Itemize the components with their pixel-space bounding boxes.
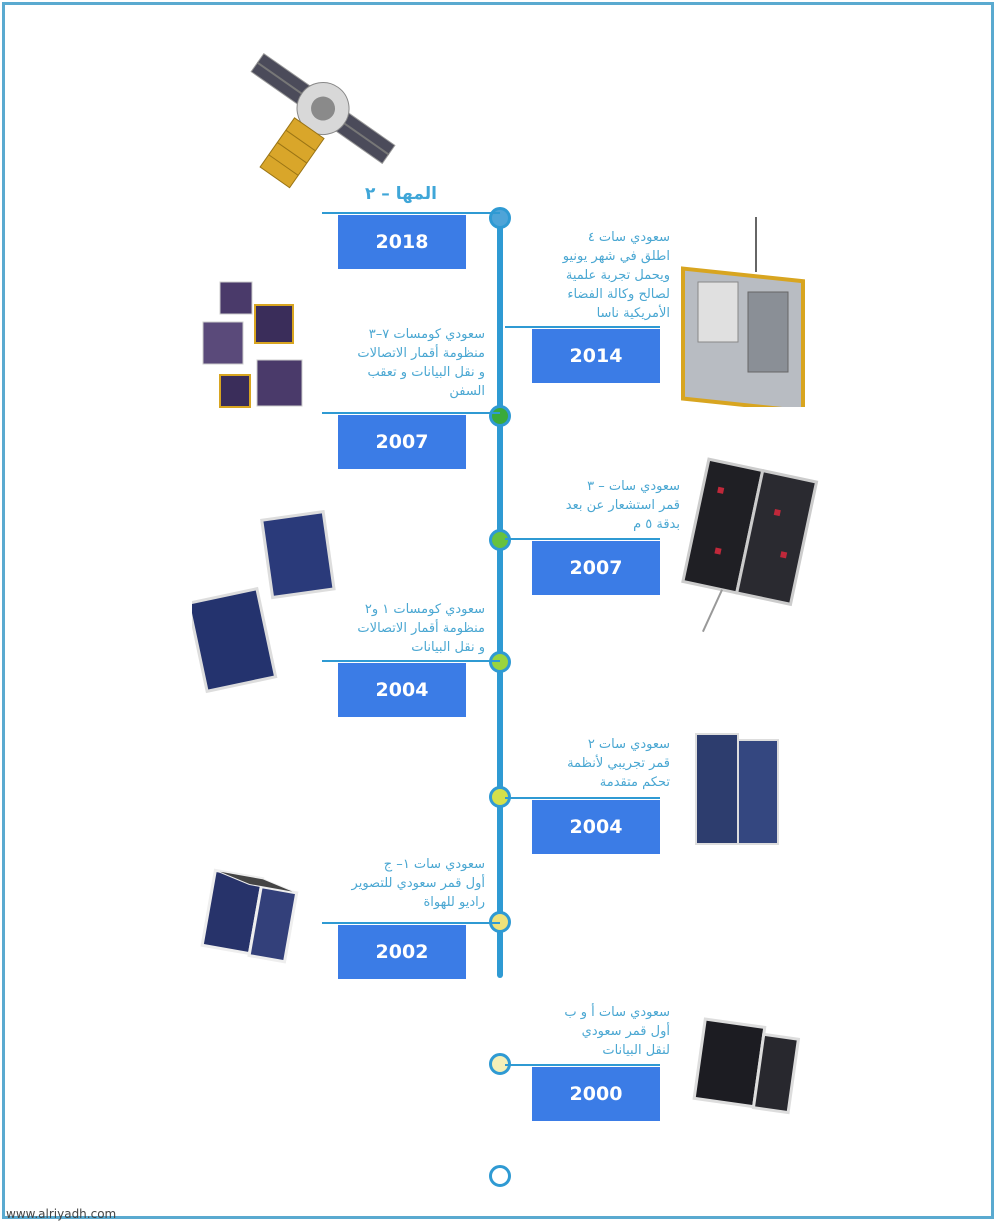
description-2007b: سعودي سات – ٣ قمر استشعار عن بعد بدقة ٥ …: [565, 479, 680, 532]
connector-2000: [505, 1064, 660, 1066]
connector-2004b: [505, 797, 660, 799]
timeline-axis: [497, 218, 503, 978]
year-box-2018: 2018: [338, 215, 466, 269]
timeline-node-2018: [489, 207, 511, 229]
description-2002: سعودي سات ١– ج أول قمر سعودي للتصوير راد…: [351, 857, 485, 910]
timeline-node-2007a: [489, 405, 511, 427]
timeline-node-2007b: [489, 529, 511, 551]
connector-2014: [505, 326, 660, 328]
description-2000: سعودي سات أ و ب أول قمر سعودي لنقل البيا…: [564, 1005, 670, 1058]
timeline-node-2004a: [489, 651, 511, 673]
year-box-2004a: 2004: [338, 663, 466, 717]
almaha-satellite-image: [250, 52, 396, 189]
description-2004a: سعودي كومسات ١ و٢ منظومة أقمار الاتصالات…: [357, 602, 485, 655]
saudisat4-image: [681, 217, 805, 407]
timeline-node-end: [489, 1165, 511, 1187]
description-2007a: سعودي كومسات ٧–٣ منظومة أقمار الاتصالات …: [357, 327, 485, 399]
watermark: www.alriyadh.com: [6, 1207, 117, 1221]
saudisat1ab-image: [692, 1017, 801, 1115]
connector-2007a: [322, 412, 500, 414]
saudisat2-image: [695, 733, 779, 845]
almaha-title: المها – ٢: [365, 184, 437, 204]
connector-2002: [322, 922, 500, 924]
saudicomsat-7-3-image: [202, 281, 303, 408]
year-box-2002: 2002: [338, 925, 466, 979]
year-box-2014: 2014: [532, 329, 660, 383]
year-box-2004b: 2004: [532, 800, 660, 854]
description-2014: سعودي سات ٤ اطلق في شهر يونيو ويحمل تجرب…: [562, 230, 670, 321]
description-2004b: سعودي سات ٢ قمر تجريبي لأنظمة تحكم متقدم…: [567, 737, 670, 790]
year-box-2000: 2000: [532, 1067, 660, 1121]
year-box-2007a: 2007: [338, 415, 466, 469]
saudicomsat-1-2-image: [192, 510, 336, 694]
connector-2007b: [505, 538, 660, 540]
saudisat3-image: [681, 457, 819, 633]
year-box-2007b: 2007: [532, 541, 660, 595]
connector-2004a: [322, 660, 500, 662]
saudisat1c-image: [200, 868, 299, 964]
connector-2018: [322, 212, 500, 214]
